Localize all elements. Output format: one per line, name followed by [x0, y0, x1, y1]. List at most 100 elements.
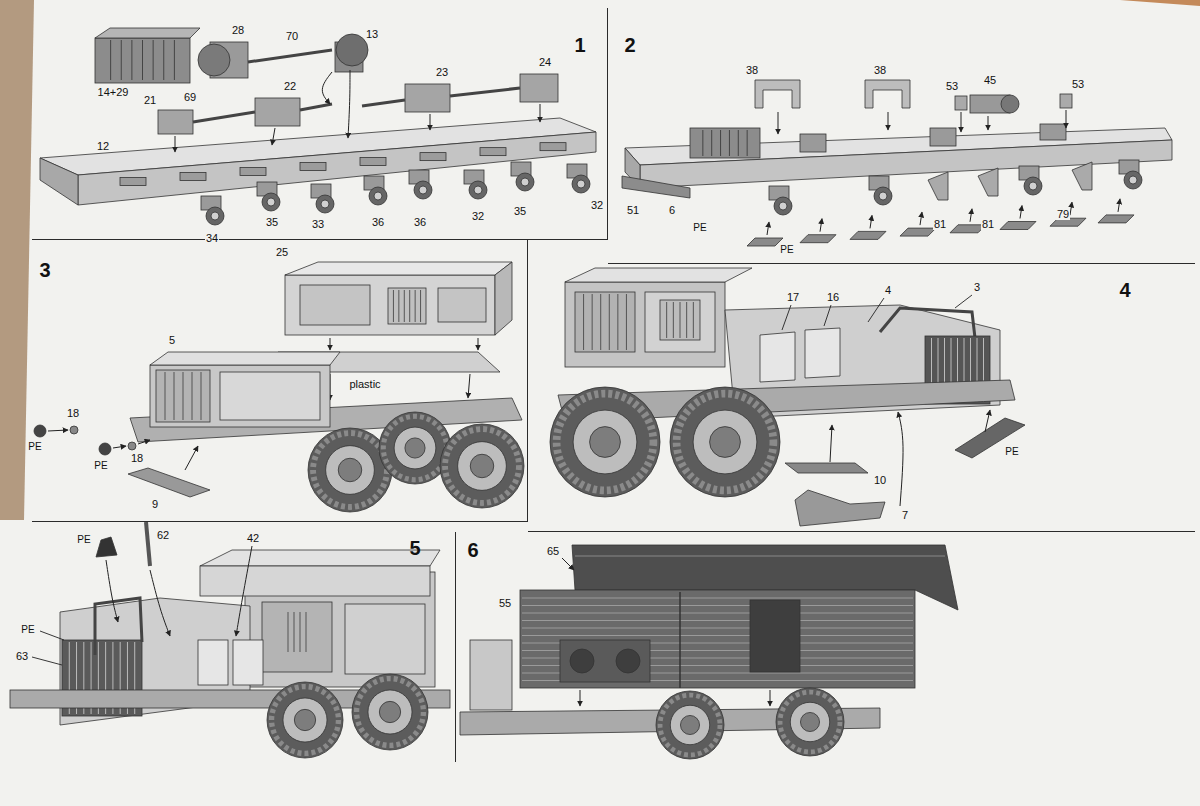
rib-line	[420, 290, 421, 322]
frame-cutout	[180, 173, 206, 181]
callout-number: 53	[1071, 78, 1085, 91]
leader-arrow	[970, 209, 972, 222]
step-plate	[795, 490, 885, 526]
hub-drum	[572, 175, 590, 193]
engine-block	[690, 128, 760, 158]
callout-number: 42	[246, 532, 260, 545]
body-module	[200, 550, 440, 566]
callout-number: 33	[311, 218, 325, 231]
callout-number: 13	[365, 28, 379, 41]
hub-cap	[1029, 182, 1037, 190]
callout-number: PE	[27, 441, 42, 453]
callout-number: PE	[1004, 446, 1019, 458]
rib-line	[522, 620, 913, 621]
wheel-hub	[680, 715, 699, 734]
front-bumper	[622, 176, 690, 198]
frame-cutout	[240, 168, 266, 176]
hatch-wheel	[570, 649, 594, 673]
wheel-rim	[573, 410, 637, 474]
bracket-part	[928, 172, 948, 200]
axle-part	[1040, 124, 1066, 140]
rib-line	[174, 372, 175, 420]
leader-line	[868, 298, 884, 322]
wheel-hub	[710, 427, 741, 458]
leader-arrow	[961, 112, 962, 132]
callout-number: 45	[983, 74, 997, 87]
rib-line	[288, 612, 289, 652]
body-panel	[345, 604, 425, 674]
wheel-tread	[383, 416, 446, 479]
step-panel: 3	[32, 240, 528, 522]
rib-line	[306, 612, 307, 652]
leader-arrow	[150, 570, 170, 636]
wheel-rim	[394, 427, 436, 469]
step-number: 1	[574, 34, 585, 56]
hub-drum	[206, 207, 224, 225]
leader-arrow	[106, 560, 118, 622]
callout-number: 22	[283, 80, 297, 93]
body-panel	[300, 285, 370, 325]
step-number: 2	[624, 34, 635, 56]
leader-arrow	[113, 446, 126, 448]
seat	[760, 332, 795, 382]
hub-drum	[874, 187, 892, 205]
rib-line	[409, 290, 410, 322]
step-number: 4	[1119, 279, 1130, 301]
leader-line	[824, 305, 831, 326]
rib-line	[183, 372, 184, 420]
leader-arrow	[1066, 110, 1067, 128]
wheel-hub	[405, 438, 425, 458]
rib-line	[720, 130, 721, 156]
body-module	[285, 275, 495, 335]
callout-number: 81	[933, 218, 947, 231]
leader-arrow	[236, 546, 252, 636]
hub-cap	[267, 198, 275, 206]
pe-part	[96, 537, 117, 557]
roll-bar	[880, 308, 975, 338]
rib-line	[738, 130, 739, 156]
leader-arrow	[478, 338, 479, 350]
wheel-hub	[338, 458, 362, 482]
callout-number: 79	[1056, 208, 1070, 221]
body-grille	[388, 288, 426, 324]
rib-line	[163, 40, 164, 80]
body-panel	[560, 640, 650, 682]
bracket-part	[955, 96, 967, 110]
hub-cap	[577, 180, 585, 188]
wheel-rim	[790, 702, 829, 741]
callout-number: 25	[275, 246, 289, 259]
callout-number: PE	[779, 244, 794, 256]
leader-arrow	[175, 136, 176, 152]
frame-cutout	[300, 163, 326, 171]
rib-line	[680, 302, 681, 338]
callout-number: 5	[168, 334, 176, 347]
hub-drum	[1124, 171, 1142, 189]
pe-plate	[747, 238, 783, 246]
cargo-body	[520, 590, 915, 688]
wheel-tire	[550, 387, 660, 497]
leader-arrow	[348, 70, 350, 138]
leader-arrow	[778, 112, 779, 134]
callout-number: 34	[205, 232, 219, 245]
engine-block	[95, 28, 200, 38]
table-edge	[1120, 0, 1200, 6]
wheel-tire	[352, 674, 428, 750]
drive-shaft	[193, 112, 255, 122]
hub-cap	[474, 186, 482, 194]
callout-number: 24	[538, 56, 552, 69]
frame-cutout	[420, 153, 446, 161]
step-number: 6	[467, 539, 478, 561]
pe-plate	[800, 235, 836, 243]
leader-arrow	[138, 440, 150, 444]
leader-arrow	[185, 446, 198, 470]
body-panel	[645, 292, 715, 352]
rib-line	[702, 130, 703, 156]
callout-number: 17	[786, 291, 800, 304]
transfer-case	[336, 34, 368, 66]
rib-line	[666, 302, 667, 338]
pe-part	[955, 418, 1025, 458]
skid-plate	[128, 468, 210, 497]
wheel-tread	[272, 687, 339, 754]
